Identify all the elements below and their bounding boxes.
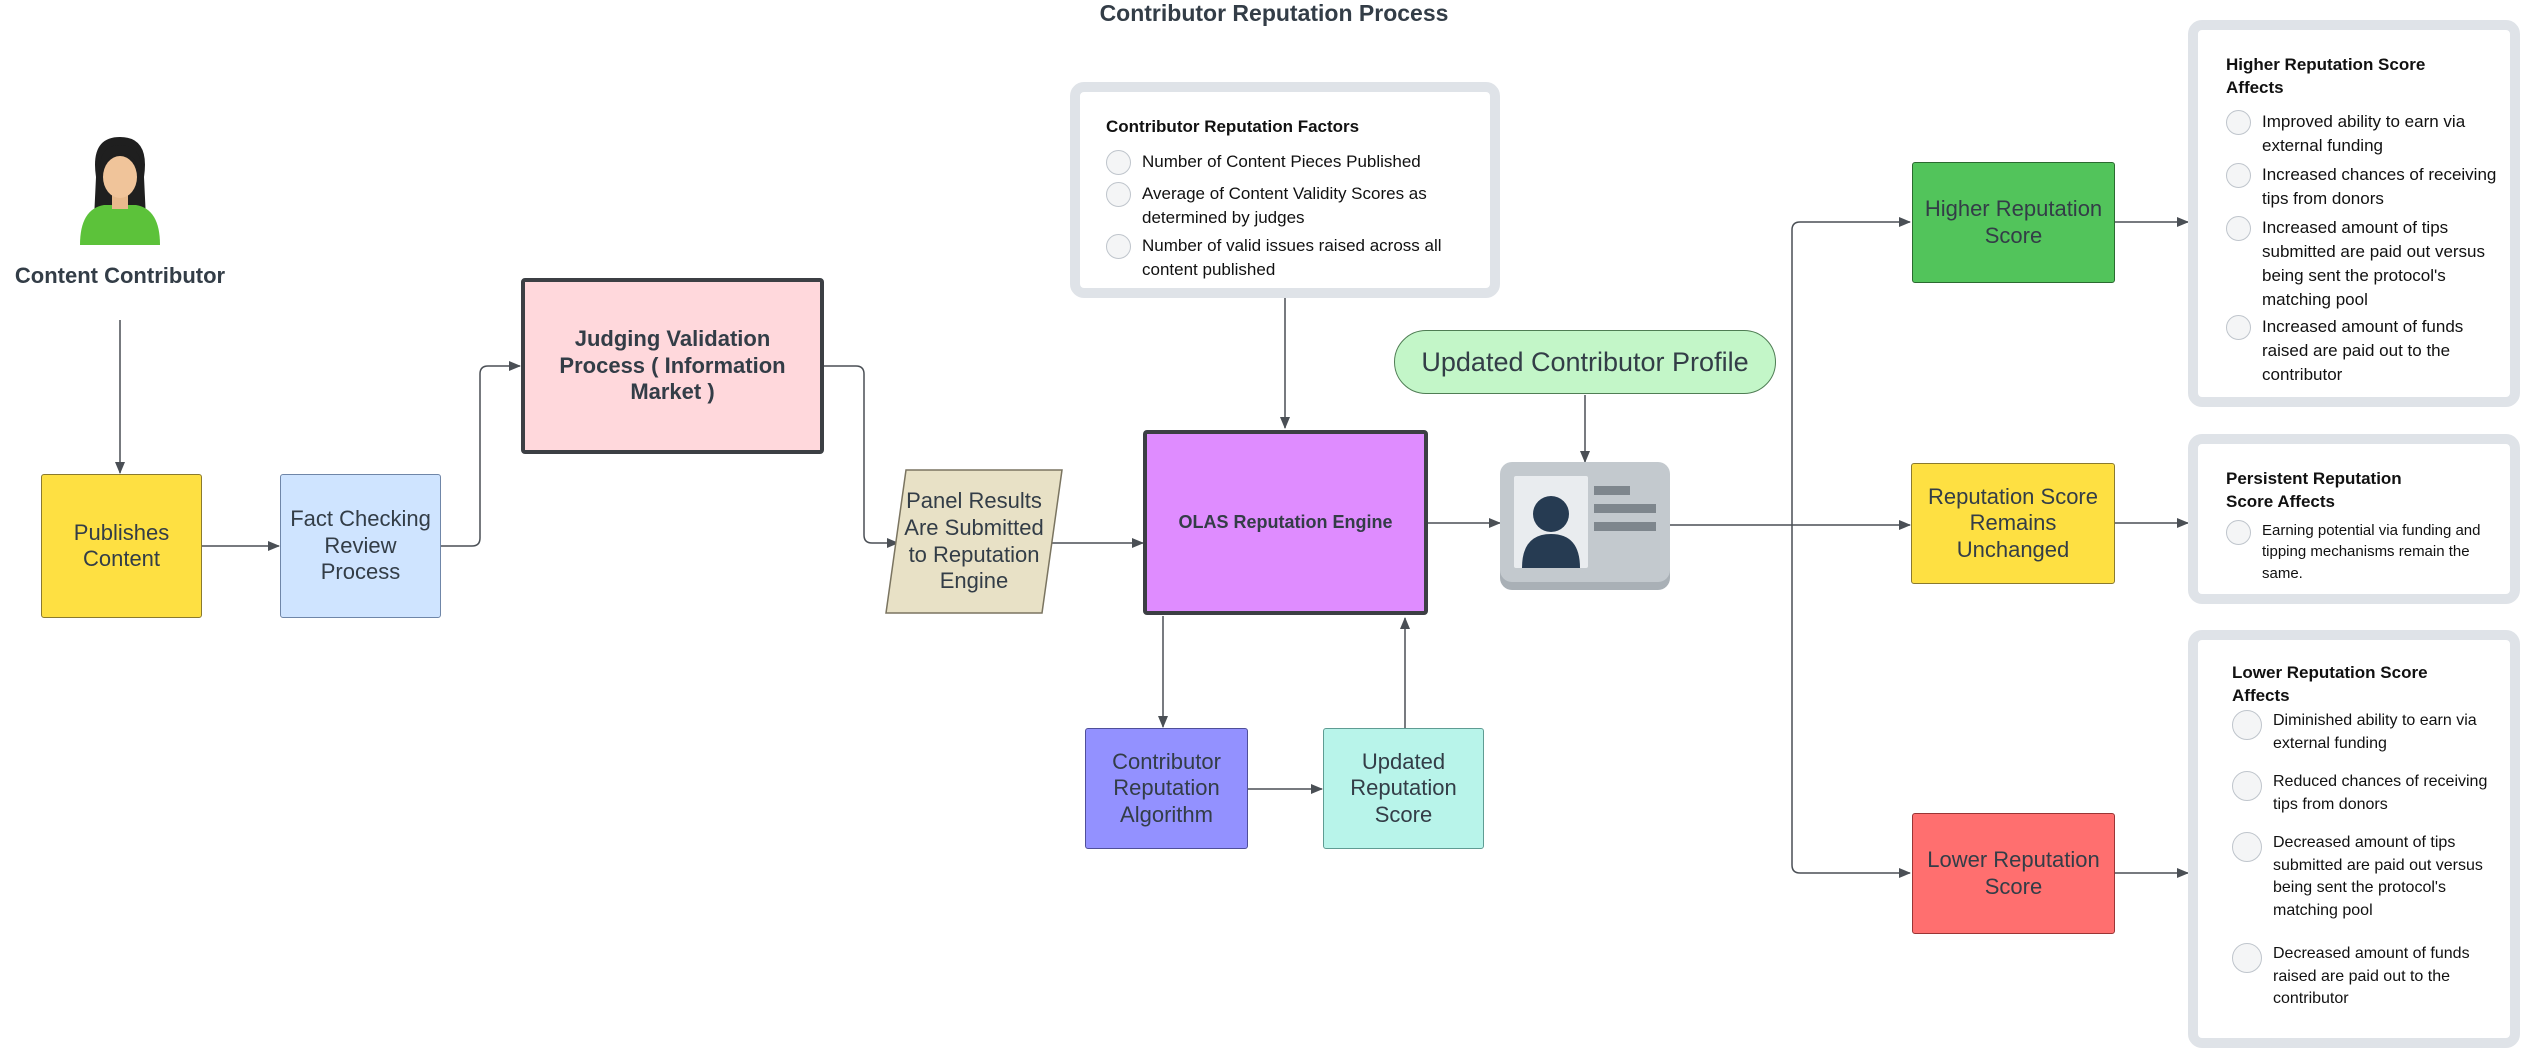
bullet-circle-icon [2226,520,2251,545]
persistent-affects-note: Persistent Reputation Score Affects Earn… [2188,434,2520,604]
fact-checking-node[interactable]: Fact Checking Review Process [280,474,441,618]
factor-item: Average of Content Validity Scores as de… [1106,182,1476,230]
edge-profile-to-lower [1791,525,1911,878]
updated-profile-pill[interactable]: Updated Contributor Profile [1394,330,1776,394]
higher-affects-note: Higher Reputation Score Affects Improved… [2188,20,2520,407]
bullet-circle-icon [2232,771,2262,801]
lower-item: Reduced chances of receiving tips from d… [2232,771,2502,816]
bullet-circle-icon [2226,216,2251,241]
id-card-icon[interactable] [1500,462,1670,590]
bullet-circle-icon [1106,182,1131,207]
edge-factcheck-to-judging [440,361,521,547]
lower-item: Decreased amount of funds raised are pai… [2232,943,2502,1011]
factors-heading: Contributor Reputation Factors [1106,117,1360,136]
higher-item: Improved ability to earn via external fu… [2226,110,2506,158]
reputation-factors-note: Contributor Reputation Factors Number of… [1070,82,1500,298]
higher-item: Increased amount of funds raised are pai… [2226,315,2506,387]
diagram-title: Contributor Reputation Process [1099,0,1449,26]
person-avatar-icon [74,133,166,245]
persistent-heading: Persistent Reputation Score Affects [2226,469,2402,511]
lower-score-node[interactable]: Lower Reputation Score [1912,813,2115,934]
bullet-circle-icon [2226,315,2251,340]
panel-results-node[interactable]: Panel Results Are Submitted to Reputatio… [884,469,1064,614]
higher-item: Increased chances of receiving tips from… [2226,163,2506,211]
factor-item: Number of Content Pieces Published [1106,150,1476,175]
higher-score-node[interactable]: Higher Reputation Score [1912,162,2115,283]
bullet-circle-icon [1106,150,1131,175]
reputation-algorithm-node[interactable]: Contributor Reputation Algorithm [1085,728,1248,849]
lower-affects-note: Lower Reputation Score Affects Diminishe… [2188,630,2520,1048]
bullet-circle-icon [1106,234,1131,259]
olas-engine-node[interactable]: OLAS Reputation Engine [1143,430,1428,615]
lower-heading: Lower Reputation Score Affects [2232,663,2428,705]
panel-results-label: Panel Results Are Submitted to Reputatio… [904,487,1044,594]
edge-profile-to-higher [1791,217,1911,525]
higher-item: Increased amount of tips submitted are p… [2226,216,2506,313]
updated-reputation-score-node[interactable]: Updated Reputation Score [1323,728,1484,849]
edge-judging-to-panel [824,365,899,548]
publishes-content-node[interactable]: Publishes Content [41,474,202,618]
bullet-circle-icon [2232,943,2262,973]
bullet-circle-icon [2226,110,2251,135]
lower-item: Diminished ability to earn via external … [2232,710,2502,755]
factor-item: Number of valid issues raised across all… [1106,234,1476,282]
bullet-circle-icon [2232,710,2262,740]
content-contributor-label: Content Contributor [14,263,226,288]
bullet-circle-icon [2226,163,2251,188]
higher-heading: Higher Reputation Score Affects [2226,55,2426,97]
lower-item: Decreased amount of tips submitted are p… [2232,832,2502,923]
judging-validation-node[interactable]: Judging Validation Process ( Information… [521,278,824,454]
bullet-circle-icon [2232,832,2262,862]
persistent-item: Earning potential via funding and tippin… [2226,520,2506,584]
unchanged-score-node[interactable]: Reputation Score Remains Unchanged [1911,463,2115,584]
